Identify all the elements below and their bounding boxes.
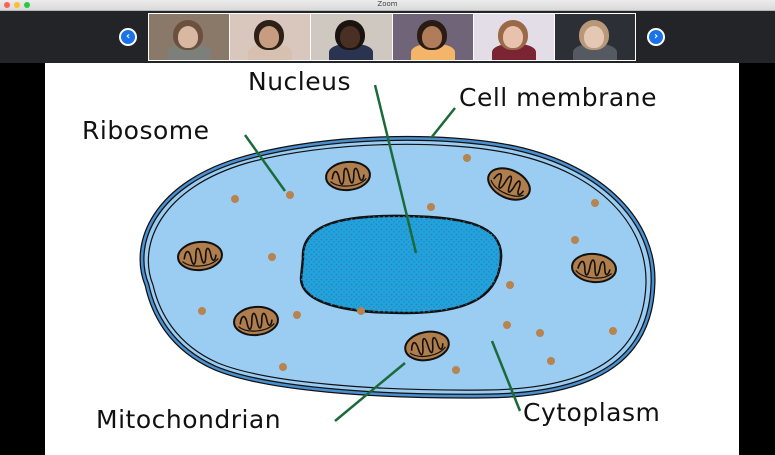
participant-face [502,26,523,48]
participant-video-tile[interactable] [230,14,311,60]
shared-screen: Nucleus Cell membrane Ribosome Mitochond… [45,63,739,455]
label-cytoplasm: Cytoplasm [523,398,661,427]
participant-video-tile[interactable] [392,14,473,60]
participant-body [410,44,455,60]
label-nucleus: Nucleus [248,67,351,96]
minimize-window-button[interactable] [14,2,20,8]
participant-thumbnails [148,13,636,61]
participant-face [178,26,198,48]
participant-face [340,26,361,48]
window-titlebar: Zoom [0,0,775,11]
window-title: Zoom [377,0,398,8]
participant-video-tile[interactable] [311,14,392,60]
participant-video-tile[interactable] [473,14,554,60]
participant-face [259,26,280,48]
leader-lines [243,84,522,422]
label-cell-membrane: Cell membrane [459,83,657,112]
maximize-window-button[interactable] [24,2,30,8]
gallery-next-button[interactable]: › [647,28,665,46]
cell-diagram [139,84,656,422]
participant-face [583,26,604,48]
chevron-right-icon: › [653,31,659,42]
participant-video-tile[interactable] [554,14,636,60]
label-mitochondrian: Mitochondrian [96,405,282,434]
participant-body [167,44,211,60]
participant-face [421,26,442,48]
participant-body [572,44,617,60]
participant-body [329,44,374,60]
chevron-left-icon: ‹ [125,31,131,42]
close-window-button[interactable] [4,2,10,8]
mitochondria [177,160,617,362]
participant-body [248,44,293,60]
participant-video-tile[interactable] [149,14,230,60]
label-ribosome: Ribosome [82,116,210,145]
participant-body [491,44,536,60]
gallery-prev-button[interactable]: ‹ [119,28,137,46]
ribosomes [198,154,617,374]
